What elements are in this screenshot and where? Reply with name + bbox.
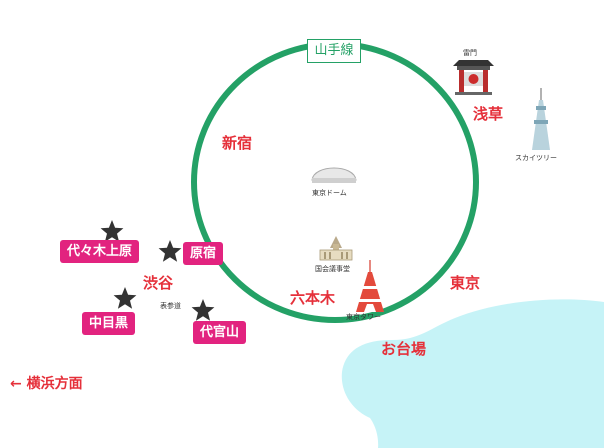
landmark-label-kaminarimon: 雷門	[463, 49, 477, 57]
tokyo-dome-icon	[311, 167, 357, 183]
landmark-label-tokyo-tower: 東京タワー	[346, 313, 381, 321]
daikanyama-star	[191, 299, 215, 321]
highlight-label-nakameguro: 中目黒	[82, 312, 136, 335]
landmark-label-tokyo-dome: 東京ドーム	[312, 189, 347, 197]
kaminarimon-icon	[453, 60, 494, 95]
area-label-asakusa: 浅草	[473, 105, 504, 123]
tokyo-tower-icon	[356, 260, 384, 312]
area-label-shibuya: 渋谷	[143, 274, 174, 292]
highlight-label-yoyogi-uehara: 代々木上原	[60, 240, 140, 263]
yoyogi-uehara-star	[100, 220, 124, 242]
area-label-tokyo: 東京	[450, 274, 481, 292]
nakameguro-star	[113, 287, 137, 309]
skytree-icon	[532, 88, 550, 150]
landmark-label-omotesando: 表参道	[160, 302, 181, 310]
highlight-label-daikanyama: 代官山	[193, 321, 247, 344]
landmark-label-diet-building: 国会議事堂	[315, 265, 350, 273]
harajuku-star	[158, 240, 182, 262]
highlight-label-harajuku: 原宿	[183, 242, 224, 265]
tokyo-bay-water	[341, 299, 604, 448]
area-label-odaiba: お台場	[381, 340, 427, 358]
landmark-label-skytree: スカイツリー	[515, 154, 557, 162]
area-label-roppongi: 六本木	[290, 289, 336, 307]
yamanote-line-label: 山手線	[307, 39, 361, 63]
diet-building-icon	[319, 236, 353, 261]
area-label-shinjuku: 新宿	[222, 134, 253, 152]
direction-label-yokohama: ← 横浜方面	[10, 376, 83, 392]
